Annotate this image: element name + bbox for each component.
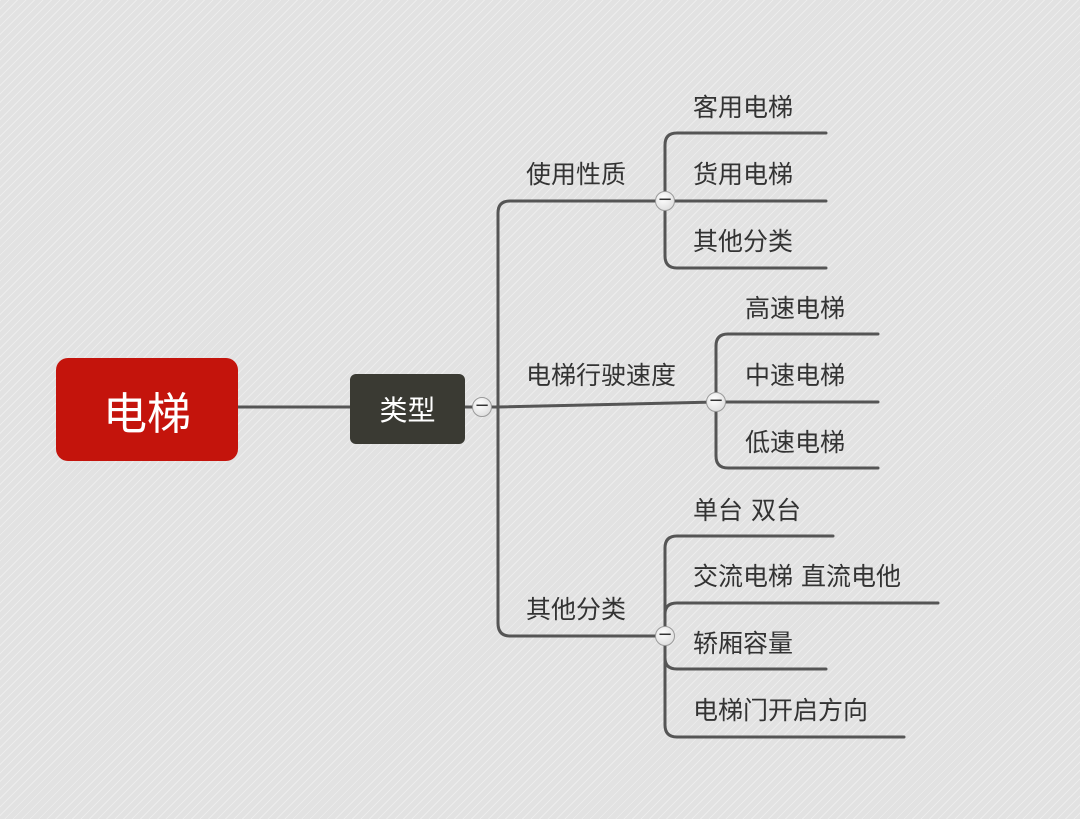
- leaf-medium-speed[interactable]: 中速电梯: [745, 361, 846, 390]
- leaf-lines-speed: [714, 332, 880, 470]
- branch-line-speed: [496, 400, 718, 409]
- leaf-lines-other: [663, 534, 940, 739]
- branch-line-usage: [480, 199, 667, 409]
- leaf-ac-dc[interactable]: 交流电梯 直流电他: [693, 562, 901, 591]
- leaf-door-direction[interactable]: 电梯门开启方向: [693, 696, 869, 725]
- leaf-passenger-elevator[interactable]: 客用电梯: [693, 93, 794, 122]
- collapse-icon-other[interactable]: −: [655, 626, 675, 646]
- root-node-elevator[interactable]: 电梯: [56, 358, 238, 461]
- collapse-icon-usage[interactable]: −: [655, 191, 675, 211]
- leaf-single-double[interactable]: 单台 双台: [693, 496, 801, 525]
- collapse-icon-speed[interactable]: −: [706, 392, 726, 412]
- leaf-freight-elevator[interactable]: 货用电梯: [693, 160, 794, 189]
- leaf-car-capacity[interactable]: 轿厢容量: [693, 629, 794, 658]
- branch-speed[interactable]: 电梯行驶速度: [526, 361, 677, 390]
- leaf-lines-usage: [663, 131, 828, 270]
- leaf-high-speed[interactable]: 高速电梯: [745, 294, 846, 323]
- hub-node-type[interactable]: 类型: [350, 374, 465, 444]
- branch-other[interactable]: 其他分类: [526, 595, 627, 624]
- leaf-other-usage[interactable]: 其他分类: [693, 227, 794, 256]
- branch-line-other: [496, 405, 667, 638]
- collapse-icon-hub[interactable]: −: [472, 397, 492, 417]
- leaf-low-speed[interactable]: 低速电梯: [745, 428, 846, 457]
- branch-usage[interactable]: 使用性质: [526, 160, 627, 189]
